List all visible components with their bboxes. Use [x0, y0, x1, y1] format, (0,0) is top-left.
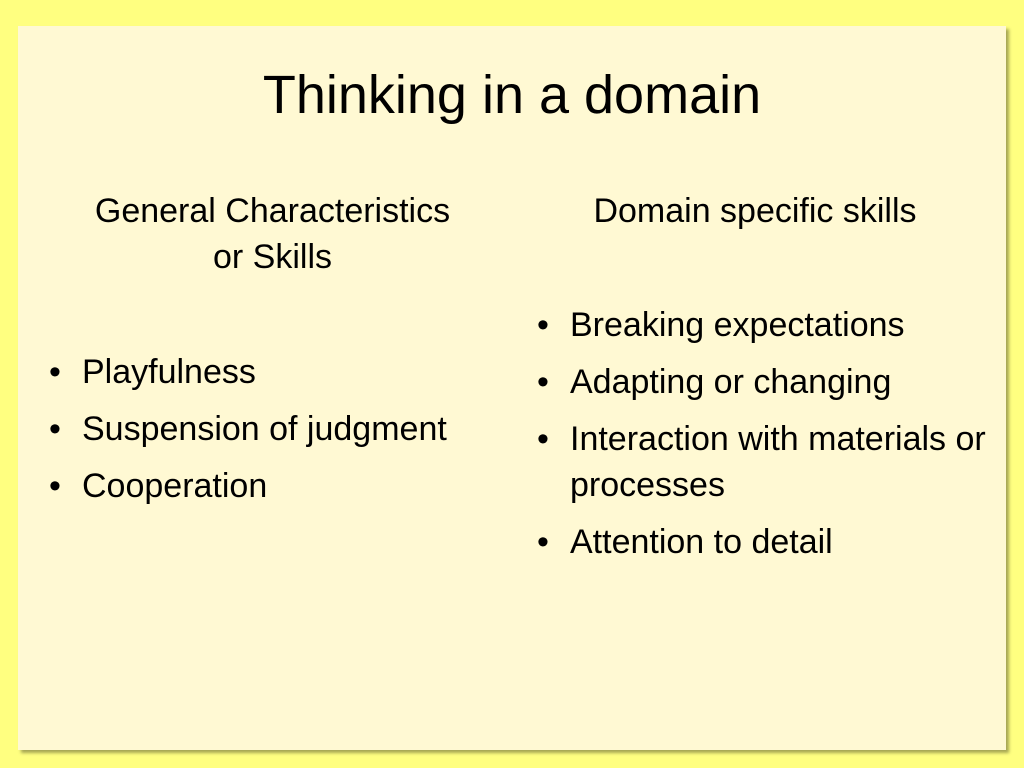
list-item: • Interaction with materials or processe… — [528, 416, 998, 508]
slide-title: Thinking in a domain — [262, 65, 762, 125]
list-item-text: Attention to detail — [570, 523, 833, 561]
list-item: • Breaking expectations — [528, 302, 998, 348]
bullet-icon: • — [49, 410, 61, 448]
list-item: • Attention to detail — [528, 519, 998, 565]
list-item: • Cooperation — [40, 463, 510, 509]
right-bullet-list: • Breaking expectations • Adapting or ch… — [528, 302, 998, 576]
list-item: • Playfulness — [40, 349, 510, 395]
right-column-heading: Domain specific skills — [593, 192, 917, 230]
list-item-text: Adapting or changing — [570, 363, 892, 401]
bullet-icon: • — [537, 363, 549, 401]
left-bullet-list: • Playfulness • Suspension of judgment •… — [40, 349, 510, 520]
left-column-heading-line2: or Skills — [212, 238, 333, 276]
list-item-text: Cooperation — [82, 467, 268, 505]
bullet-icon: • — [537, 523, 549, 561]
bullet-icon: • — [49, 467, 61, 505]
bullet-icon: • — [537, 306, 549, 344]
bullet-icon: • — [49, 353, 61, 391]
left-column-heading: General Characteristics or Skills — [40, 188, 505, 280]
list-item-text: Suspension of judgment — [82, 410, 447, 448]
list-item-text: Breaking expectations — [570, 306, 905, 344]
left-column-heading-line1: General Characteristics — [94, 192, 451, 230]
list-item: • Adapting or changing — [528, 359, 998, 405]
slide-panel — [18, 26, 1006, 750]
list-item-text: Playfulness — [82, 353, 256, 391]
list-item: • Suspension of judgment — [40, 406, 510, 452]
bullet-icon: • — [537, 420, 549, 458]
list-item-text: Interaction with materials or processes — [570, 420, 986, 504]
